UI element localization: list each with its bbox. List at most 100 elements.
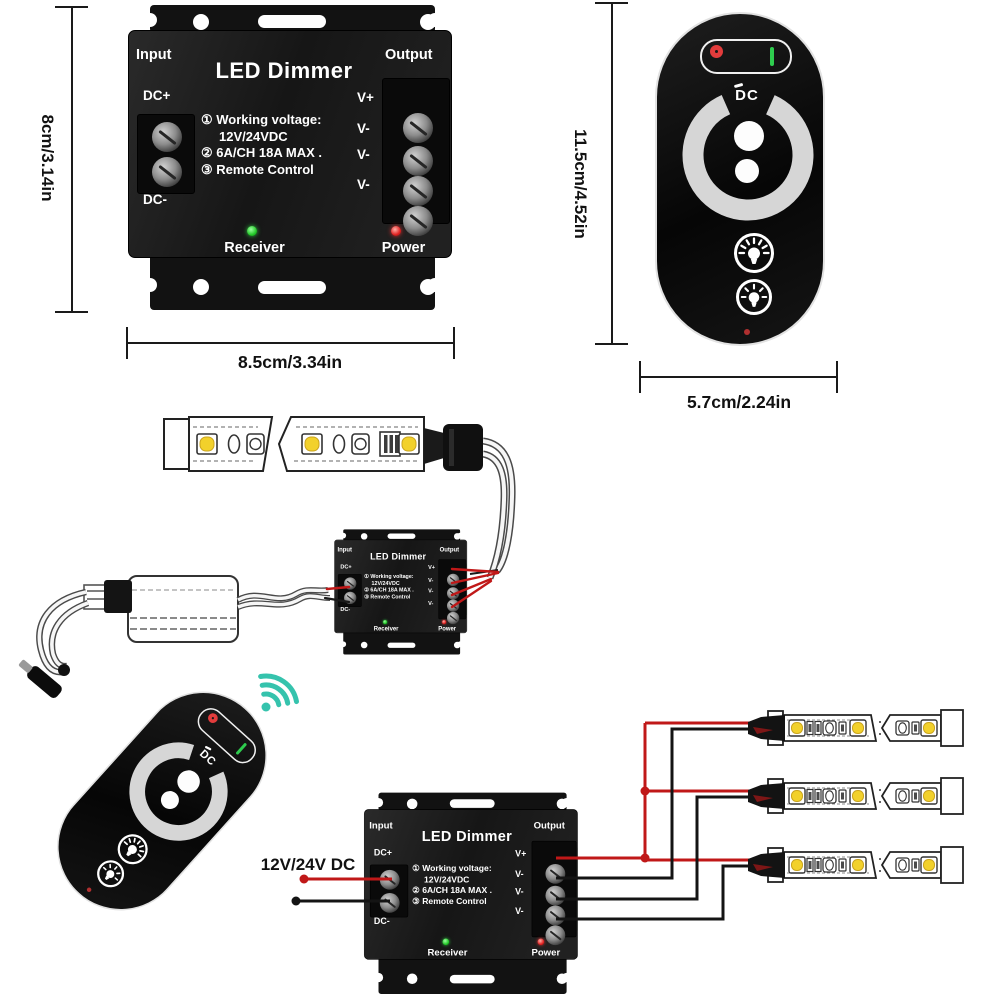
mounting-hole bbox=[556, 973, 568, 985]
dc-plus-label: DC+ bbox=[373, 847, 392, 858]
power-led bbox=[442, 620, 447, 625]
receiver-label: Receiver bbox=[224, 240, 285, 256]
power-label: Power bbox=[438, 625, 457, 633]
receiver-led bbox=[442, 938, 450, 946]
flange-notch bbox=[148, 278, 157, 292]
power-switch bbox=[700, 39, 792, 74]
remote-control: DC bbox=[30, 665, 294, 937]
dc-plug bbox=[18, 659, 62, 698]
flange-notch bbox=[377, 972, 384, 983]
spec-line-2: 12V/24VDC bbox=[371, 580, 400, 587]
controller-photo: Input LED Dimmer Output DC+ DC- ① Workin… bbox=[125, 4, 455, 316]
mounting-flange-bottom bbox=[377, 957, 568, 994]
wiring-diagram-2 bbox=[291, 709, 964, 921]
wire-junction bbox=[640, 853, 650, 863]
vplus-bus bbox=[556, 721, 752, 862]
receiver-label: Receiver bbox=[373, 625, 399, 633]
dimension-line-remote-height bbox=[611, 3, 613, 345]
spec-line-3: ② 6A/CH 18A MAX . bbox=[364, 586, 414, 593]
remote-in-diagram: DC bbox=[30, 634, 294, 968]
terminal-label-vminus: V- bbox=[515, 886, 524, 897]
spec-text: ① Working voltage: 12V/24VDC ② 6A/CH 18A… bbox=[412, 863, 526, 907]
supply-voltage-label: 12V/24V DC bbox=[260, 855, 356, 874]
spec-text: ① Working voltage: 12V/24VDC ② 6A/CH 18A… bbox=[201, 112, 373, 178]
brand-text: DC bbox=[735, 87, 759, 104]
led-dimmer-controller: Input LED Dimmer Output DC+ DC- ① Workin… bbox=[333, 529, 468, 657]
terminal-label-vminus: V- bbox=[515, 869, 524, 880]
input-terminal-block bbox=[137, 114, 195, 194]
terminal-label-vplus: V+ bbox=[357, 90, 374, 105]
spec-line-1: ① Working voltage: bbox=[201, 112, 322, 127]
mounting-hole bbox=[193, 279, 209, 295]
terminal-screw bbox=[403, 113, 433, 143]
mounting-hole bbox=[420, 14, 436, 30]
terminal-screw bbox=[545, 885, 566, 906]
terminal-screw bbox=[152, 122, 182, 152]
remote-width-label: 5.7cm/2.24in bbox=[686, 392, 792, 412]
mounting-hole bbox=[453, 641, 461, 649]
terminal-label-vminus: V- bbox=[357, 147, 370, 162]
touch-dot-small bbox=[735, 159, 759, 183]
dimension-cap bbox=[453, 327, 455, 359]
dimmer-body: Input LED Dimmer Output DC+ DC- ① Workin… bbox=[334, 539, 468, 634]
terminal-screw bbox=[403, 206, 433, 236]
spec-line-1: ① Working voltage: bbox=[364, 573, 414, 580]
mounting-flange-top bbox=[342, 529, 461, 541]
remote-height-label: 11.5cm/4.52in bbox=[571, 129, 590, 239]
receiver-label: Receiver bbox=[427, 947, 468, 959]
flange-notch bbox=[342, 532, 347, 539]
mounting-hole bbox=[556, 798, 568, 810]
mounting-hole bbox=[360, 533, 368, 540]
terminal-screw bbox=[446, 611, 460, 625]
terminal-label-vminus: V- bbox=[515, 906, 524, 917]
touch-dot-large bbox=[734, 121, 764, 151]
input-label: Input bbox=[369, 820, 393, 831]
power-led bbox=[391, 226, 401, 236]
dimension-line-controller-height bbox=[71, 7, 73, 313]
mounting-slot bbox=[449, 974, 495, 984]
dimension-cap bbox=[639, 361, 641, 393]
spec-line-4: ③ Remote Control bbox=[364, 593, 411, 600]
output-terminal-block bbox=[382, 78, 451, 236]
remote-indicator-led bbox=[744, 329, 750, 335]
dc-plus-label: DC+ bbox=[143, 88, 171, 103]
dimmer-body: Input LED Dimmer Output DC+ DC- ① Workin… bbox=[363, 809, 578, 960]
supply-wires bbox=[291, 874, 392, 906]
spec-line-2: 12V/24VDC bbox=[219, 128, 288, 144]
output-cable bbox=[450, 437, 516, 609]
dc-minus-label: DC- bbox=[373, 916, 390, 926]
led-strip bbox=[747, 709, 964, 747]
spec-line-3: ② 6A/CH 18A MAX . bbox=[201, 145, 322, 160]
vminus-wires bbox=[556, 727, 752, 921]
mounting-hole bbox=[453, 533, 461, 540]
flange-notch bbox=[148, 13, 157, 27]
dimension-cap bbox=[595, 343, 628, 345]
flange-notch bbox=[377, 797, 384, 808]
terminal-screw bbox=[545, 925, 566, 946]
terminal-label-vminus: V- bbox=[428, 587, 434, 594]
controller-width-label: 8.5cm/3.34in bbox=[237, 352, 343, 372]
mounting-hole bbox=[360, 641, 368, 649]
terminal-label-vminus: V- bbox=[428, 576, 434, 584]
bulb-dim-icon bbox=[97, 860, 125, 888]
led-dimmer-controller: Input LED Dimmer Output DC+ DC- ① Workin… bbox=[362, 792, 580, 998]
input-label: Input bbox=[136, 47, 172, 63]
receiver-led bbox=[247, 226, 257, 236]
led-strip bbox=[747, 777, 964, 815]
output-terminal-block bbox=[531, 840, 578, 946]
output-label: Output bbox=[439, 546, 460, 554]
terminal-label-vminus: V- bbox=[357, 177, 370, 192]
led-strip bbox=[747, 846, 964, 884]
input-label: Input bbox=[337, 546, 353, 554]
terminal-screw bbox=[379, 892, 400, 913]
terminal-label-vminus: V- bbox=[357, 121, 370, 136]
terminal-screw bbox=[152, 157, 182, 187]
spec-line-3: ② 6A/CH 18A MAX . bbox=[412, 885, 493, 895]
spec-text: ① Working voltage: 12V/24VDC ② 6A/CH 18A… bbox=[364, 573, 435, 600]
terminal-screw bbox=[403, 176, 433, 206]
wiring-diagram-1 bbox=[18, 416, 516, 712]
bulb-bright-icon bbox=[117, 834, 148, 865]
touch-ring bbox=[682, 89, 814, 221]
output-label: Output bbox=[533, 820, 565, 831]
